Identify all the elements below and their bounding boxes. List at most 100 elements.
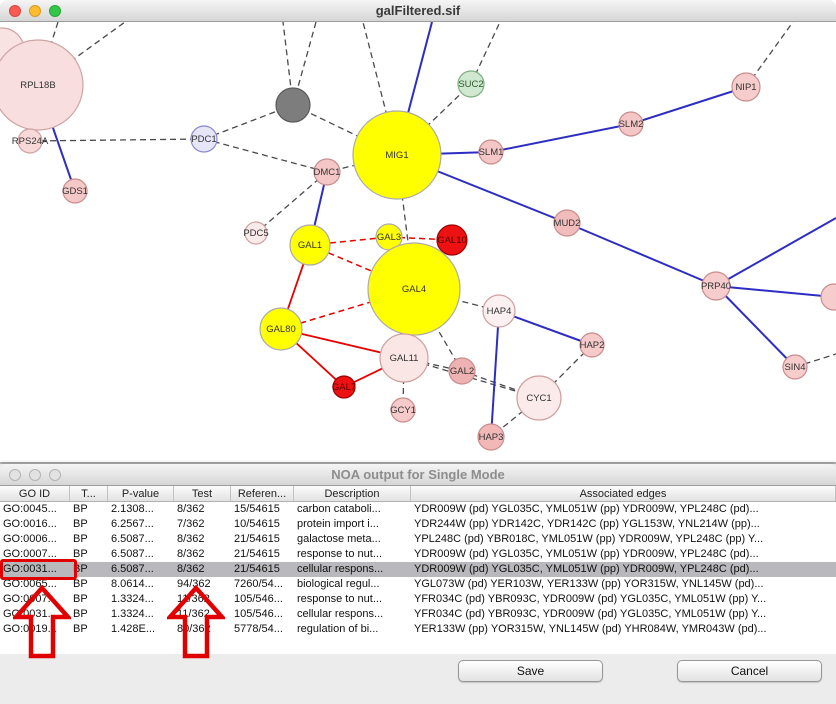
network-node-gal11[interactable] (379, 333, 429, 383)
table-cell: 11/362 (177, 593, 210, 605)
table-cell: 1.428E... (111, 623, 156, 635)
table-cell: galactose meta... (297, 533, 381, 545)
column-header[interactable]: P-value (108, 486, 174, 501)
column-header[interactable]: GO ID (0, 486, 70, 501)
table-cell: 94/362 (177, 578, 211, 590)
table-cell: BP (73, 608, 88, 620)
table-cell: regulation of bi... (297, 623, 379, 635)
node-label: DMC1 (314, 167, 341, 178)
network-node-gal1[interactable] (289, 224, 331, 266)
table-cell: YDR009W (pd) YGL035C, YML051W (pp) YDR00… (414, 548, 759, 560)
node-label: GAL10 (437, 235, 467, 246)
network-node-hap2[interactable] (579, 332, 605, 358)
window-title: NOA output for Single Mode (331, 467, 505, 482)
column-header[interactable]: T... (70, 486, 108, 501)
table-cell: response to nut... (297, 548, 382, 560)
table-cell: YFR034C (pd) YBR093C, YDR009W (pd) YGL03… (414, 593, 767, 605)
node-label: GAL80 (266, 324, 296, 335)
table-cell: 7/362 (177, 518, 205, 530)
network-edge (29, 138, 205, 142)
table-cell: YFR034C (pd) YBR093C, YDR009W (pd) YGL03… (414, 608, 767, 620)
network-node-mig1[interactable] (352, 110, 442, 200)
save-button[interactable]: Save (458, 660, 603, 682)
minimize-button[interactable] (29, 469, 41, 481)
network-node-gal2[interactable] (448, 357, 476, 385)
network-node-gds1[interactable] (62, 178, 88, 204)
network-svg: RPL18BRPS24AGDS1PDC1DMC1MIG1SUC2SLM1SLM2… (0, 22, 836, 451)
column-header[interactable]: Associated edges (411, 486, 836, 501)
network-node-pdc5[interactable] (244, 221, 268, 245)
network-node-cyc1[interactable] (516, 375, 562, 421)
network-node-hap3[interactable] (477, 423, 505, 451)
minimize-button[interactable] (29, 5, 41, 17)
node-label: GCY1 (390, 405, 416, 416)
network-node-dmc1[interactable] (313, 158, 341, 186)
node-label: RPL18B (20, 80, 55, 91)
network-node-hap4[interactable] (482, 294, 516, 328)
network-node-rpl18b[interactable] (0, 39, 84, 131)
table-cell: YPL248C (pd) YBR018C, YML051W (pp) YDR00… (414, 533, 764, 545)
close-button[interactable] (9, 469, 21, 481)
node-label: RPS24A (12, 136, 49, 147)
node-label: SIN4 (784, 362, 805, 373)
window-title: galFiltered.sif (375, 3, 461, 18)
network-node-sin4[interactable] (782, 354, 808, 380)
column-header[interactable]: Referen... (231, 486, 294, 501)
column-header[interactable]: Test (174, 486, 231, 501)
network-edge (490, 310, 500, 438)
network-edge (715, 285, 835, 298)
node-label: HAP3 (479, 432, 504, 443)
zoom-button[interactable] (49, 5, 61, 17)
table-cell: 6.5087... (111, 548, 154, 560)
network-edge (715, 285, 796, 368)
table-cell: YDR009W (pd) YGL035C, YML051W (pp) YDR00… (414, 503, 759, 515)
table-cell: GO:0006... (3, 533, 57, 545)
network-edge (396, 83, 472, 156)
network-node-slm2[interactable] (618, 111, 644, 137)
table-cell: biological regul... (297, 578, 380, 590)
close-button[interactable] (9, 5, 21, 17)
network-node-gcy1[interactable] (390, 397, 416, 423)
table-cell: BP (73, 578, 88, 590)
table-cell: 80/362 (177, 623, 211, 635)
traffic-lights-inactive (9, 469, 61, 481)
network-node-prp40[interactable] (701, 271, 731, 301)
table-cell: GO:0007... (3, 548, 57, 560)
table-cell: response to nut... (297, 593, 382, 605)
network-node-gal7[interactable] (332, 375, 356, 399)
noa-window-titlebar[interactable]: NOA output for Single Mode (0, 464, 836, 486)
network-node-rps24a[interactable] (17, 128, 43, 154)
zoom-button[interactable] (49, 469, 61, 481)
network-node-mud2[interactable] (553, 209, 581, 237)
column-header[interactable]: Description (294, 486, 411, 501)
table-cell: YER133W (pp) YOR315W, YNL145W (pd) YHR08… (414, 623, 767, 635)
traffic-lights (9, 5, 61, 17)
network-node-nip1[interactable] (731, 72, 761, 102)
table-cell: carbon cataboli... (297, 503, 381, 515)
cancel-button[interactable]: Cancel (677, 660, 822, 682)
network-node-rnode[interactable] (820, 283, 836, 311)
network-node-suc2[interactable] (457, 70, 485, 98)
network-node-gray[interactable] (275, 87, 311, 123)
network-window-titlebar[interactable]: galFiltered.sif (0, 0, 836, 22)
network-node-gal4[interactable] (367, 242, 461, 336)
network-node-gal80[interactable] (259, 307, 303, 351)
table-cell: YDR009W (pd) YGL035C, YML051W (pp) YDR00… (414, 563, 759, 575)
table-cell: 11/362 (177, 608, 210, 620)
network-node-pdc1[interactable] (190, 125, 218, 153)
table-cell: 21/54615 (234, 533, 280, 545)
network-node-slm1[interactable] (478, 139, 504, 165)
table-cell: 21/54615 (234, 563, 280, 575)
network-node-gal10[interactable] (436, 224, 468, 256)
table-cell: 10/54615 (234, 518, 280, 530)
